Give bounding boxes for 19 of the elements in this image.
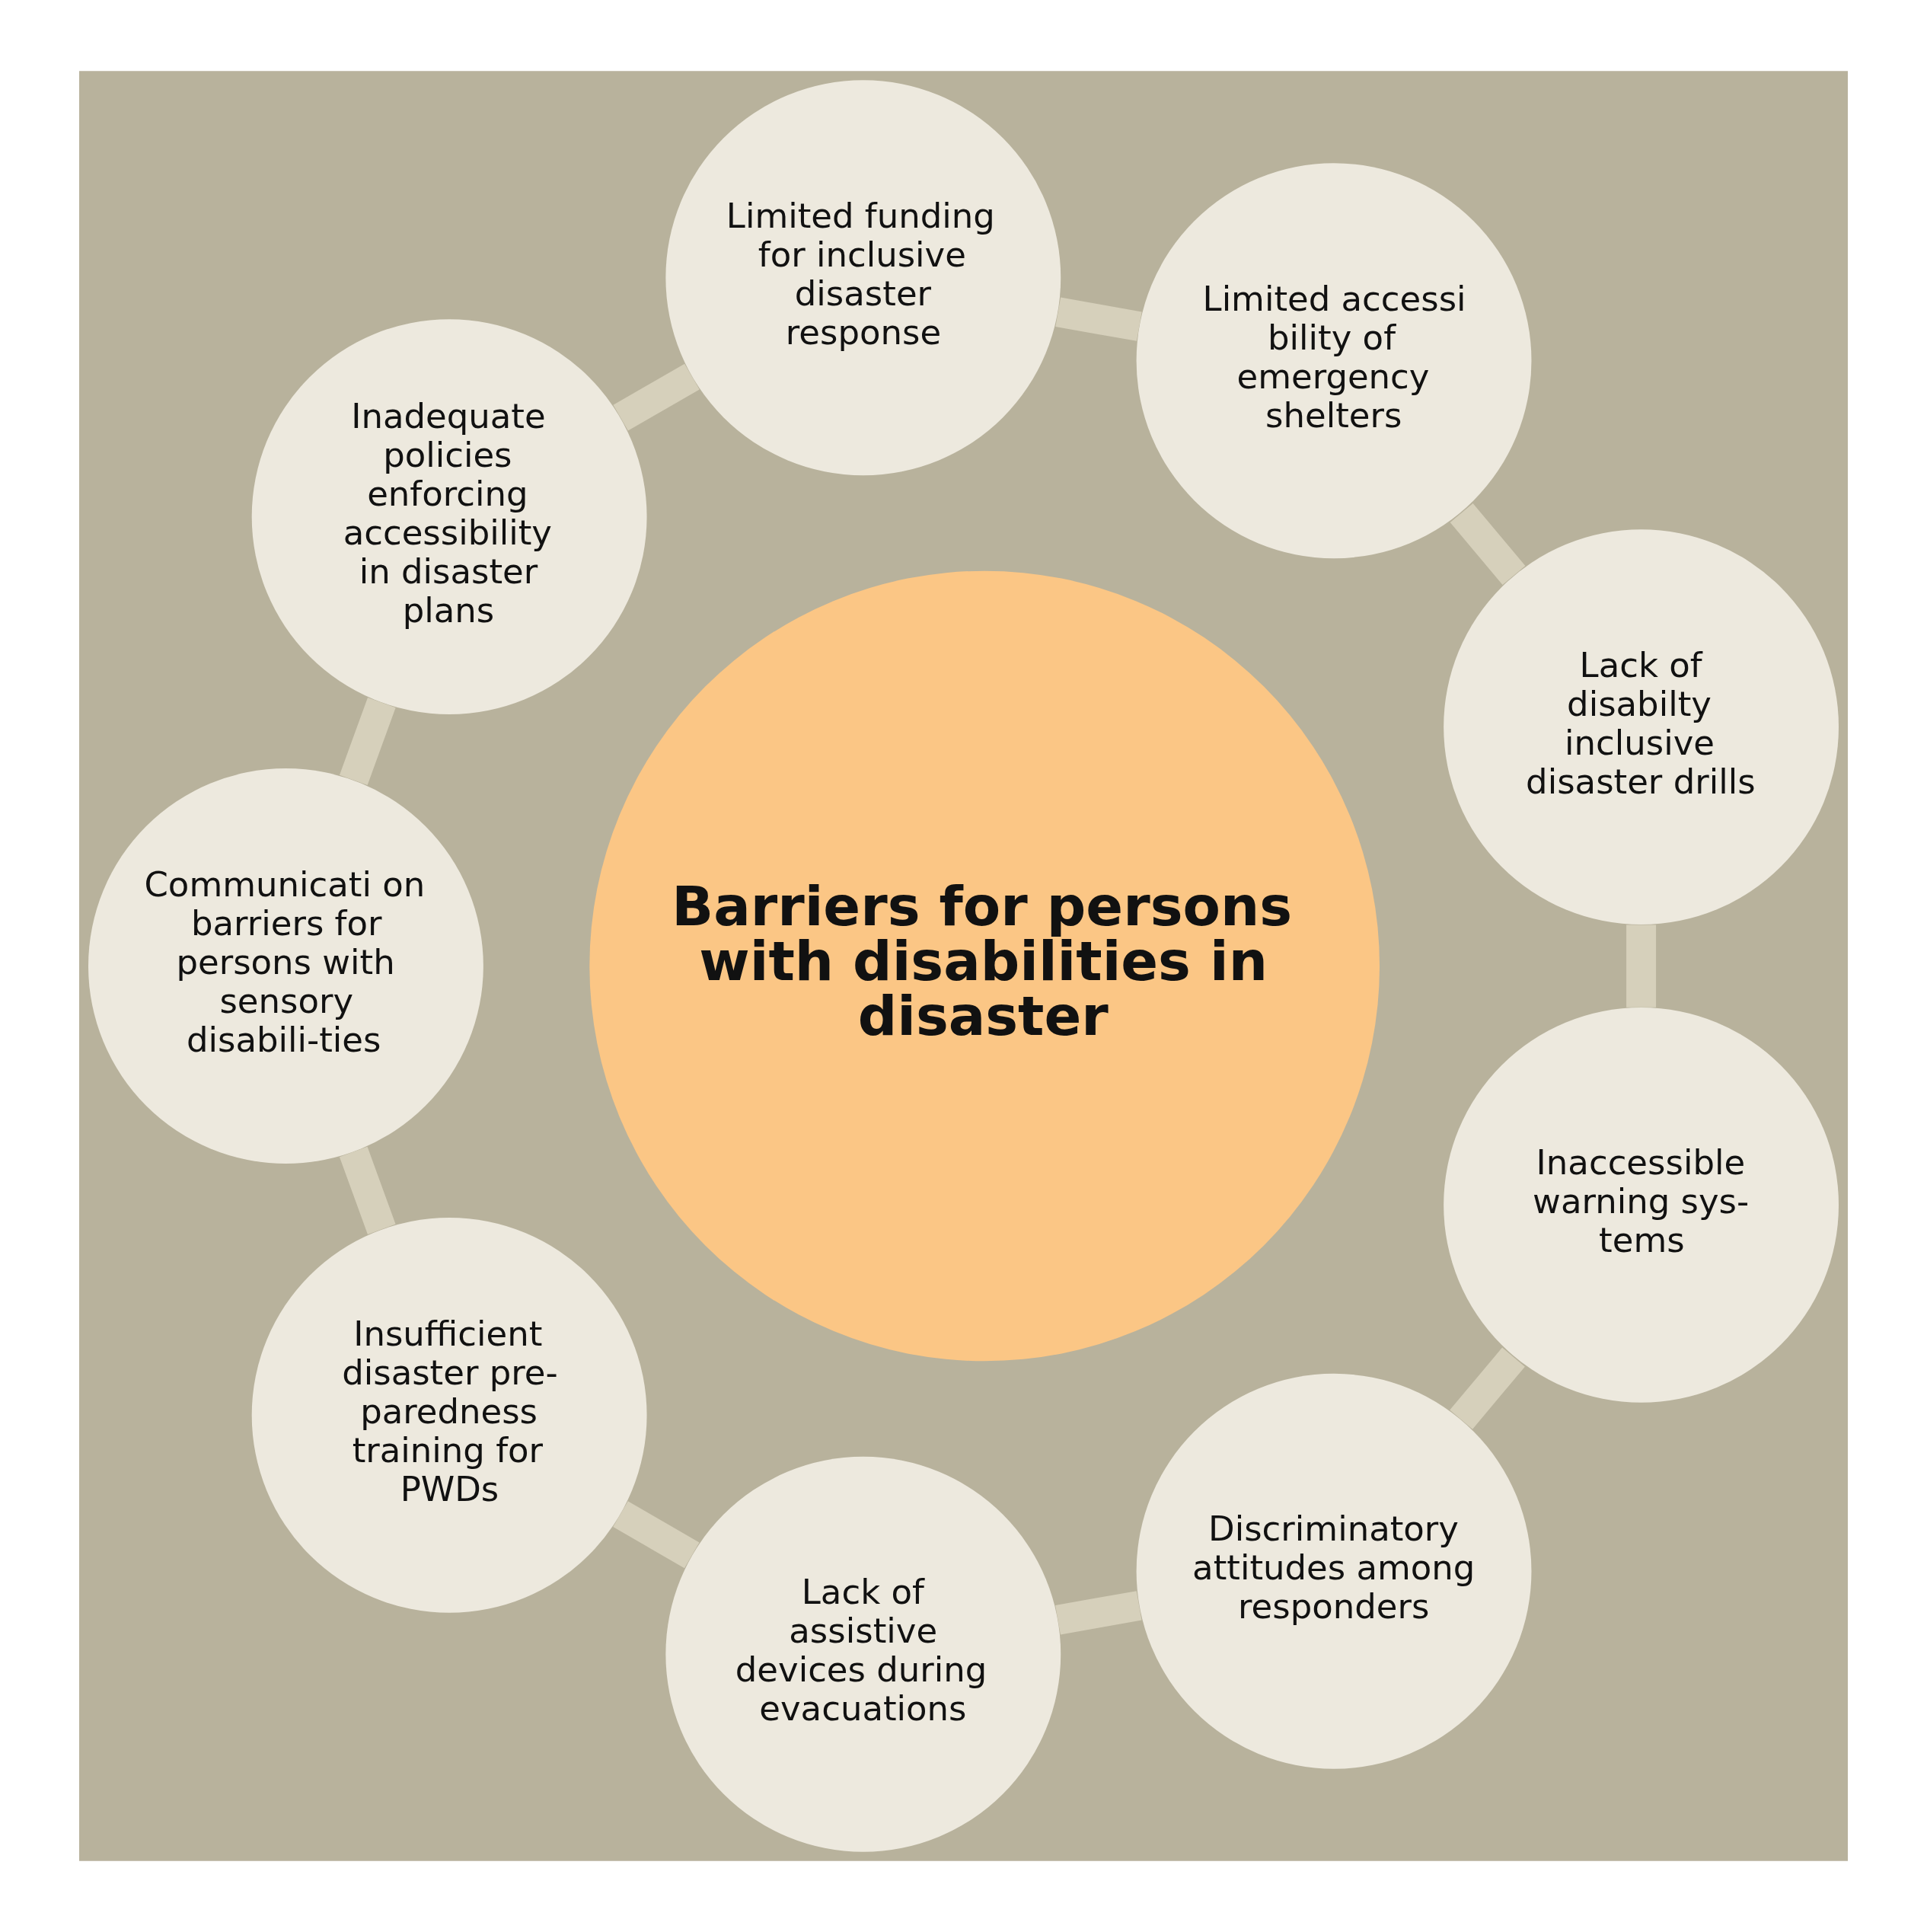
connector (613, 363, 700, 431)
node-circle: Barriers for persons with disabilities in disaster (589, 570, 1380, 1362)
connector (340, 697, 396, 785)
node-circle: Inadequate policies enforcing accessibility in disaster plans (251, 319, 647, 714)
node-circle: Limited funding for inclusive disaster response (665, 80, 1061, 476)
connector (339, 1146, 396, 1234)
connector (1450, 1347, 1525, 1429)
connector (1450, 503, 1526, 585)
node-circle: Inaccessible warning sys- tems (1444, 1007, 1839, 1403)
connector (1055, 1591, 1142, 1635)
connector (1055, 297, 1142, 341)
connector (613, 1501, 700, 1569)
connector (1626, 924, 1657, 1008)
node-circle: Discriminatory attitudes among responders (1136, 1373, 1532, 1769)
node-circle: Limited accessi bility of emergency shelters (1136, 163, 1532, 559)
node-circle: Lack of assistive devices during evacuations (665, 1456, 1061, 1852)
node-circle: Communicati on barriers for persons with sensory disabili-ties (88, 768, 483, 1164)
node-circle: Insufficient disaster pre- paredness training for PWDs (251, 1218, 647, 1613)
node-circle: Lack of disabilty inclusive disaster drills (1444, 529, 1839, 925)
